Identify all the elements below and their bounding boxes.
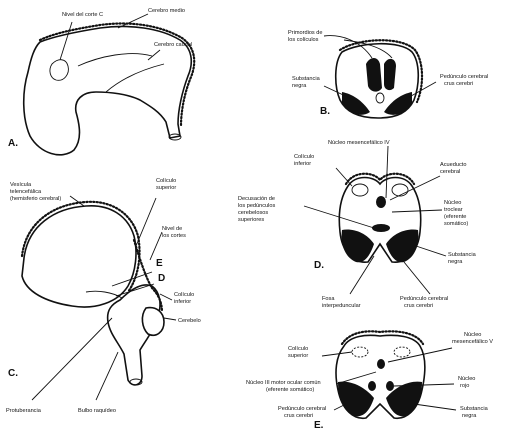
label-coliculo-inf-c-1: Colículo [174, 292, 194, 298]
decussation-d [372, 224, 390, 232]
label-coliculo-sup-c-1: Colículo [156, 178, 176, 184]
label-nucleo-iii-1: Núcleo III motor ocular común [246, 380, 321, 386]
label-pedunculo-b-2: crus cerebri [444, 81, 473, 87]
label-nucleo-rojo-2: rojo [460, 383, 469, 389]
label-acueducto-2: cerebral [440, 169, 460, 175]
label-coliculo-inf-c-2: inferior [174, 299, 191, 305]
label-coliculo-sup-e-2: superior [288, 353, 308, 359]
label-decusacion-1: Decusación de [238, 196, 275, 202]
label-coliculo-sup-e-1: Colículo [288, 346, 308, 352]
label-acueducto-1: Acueducto [440, 162, 466, 168]
label-vesicula-1: Vesícula [10, 182, 32, 188]
label-primordios-2: los colículos [288, 37, 319, 43]
label-primordios-1: Primordios de [288, 30, 323, 36]
leader-c-nivel [150, 232, 162, 260]
label-troclear-4: somático) [444, 221, 468, 227]
brain-c-cerebellum [142, 308, 164, 336]
leader-c-bulbo [96, 352, 118, 400]
label-substancia-b-1: Substancia [292, 76, 321, 82]
label-level-e: E [156, 258, 163, 269]
label-fosa-1: Fosa [322, 296, 335, 302]
panel-a-letter: A. [8, 138, 18, 149]
label-nucleo-mes-v-2: mesencefálico V [452, 339, 493, 345]
label-cerebro-medio: Cerebro medio [148, 8, 185, 14]
aqueduct-b [376, 93, 384, 103]
leader-d-coliculo [336, 168, 352, 186]
nucleo-rojo-e-left [368, 381, 376, 391]
panel-e: Colículo superior Núcleo mesencefálico V… [246, 331, 493, 431]
label-cerebro-caudal: Cerebro caudal [154, 42, 192, 48]
label-substancia-e-1: Substancia [460, 406, 489, 412]
leader-d-pedunculo [404, 262, 430, 294]
label-nucleo-rojo-1: Núcleo [458, 376, 475, 382]
label-substancia-b-2: negra [292, 83, 307, 89]
label-substancia-d-2: negra [448, 259, 463, 265]
label-decusacion-3: cerebelosos [238, 210, 268, 216]
panel-e-letter: E. [314, 420, 324, 431]
label-decusacion-2: los pedúnculos [238, 203, 276, 209]
panel-c-letter: C. [8, 368, 18, 379]
label-coliculo-inf-d-2: inferior [294, 161, 311, 167]
label-fosa-2: interpeduncular [322, 303, 361, 309]
panel-d: Núcleo mesencefálico IV Colículo inferio… [238, 140, 477, 309]
label-pedunculo-d-1: Pedúnculo cerebral [400, 296, 448, 302]
nucleo-rojo-e-right [386, 381, 394, 391]
label-substancia-e-2: negra [462, 413, 477, 419]
label-pedunculo-b-1: Pedúnculo cerebral [440, 74, 488, 80]
label-troclear-1: Núcleo [444, 200, 461, 206]
aqueduct-d [376, 196, 386, 208]
leader-c-protuberancia [32, 318, 112, 400]
panel-a: Nivel del corte C Cerebro medio Cerebro … [8, 8, 194, 155]
label-pedunculo-e-2: crus cerebri [284, 413, 313, 419]
label-nucleo-iii-2: (eferente somático) [266, 387, 314, 393]
label-nucleo-mes-v-1: Núcleo [464, 332, 481, 338]
label-coliculo-inf-d-1: Colículo [294, 154, 314, 160]
leader-e-substancia [414, 404, 456, 410]
aqueduct-e [377, 359, 385, 369]
label-protuberancia: Protuberancia [6, 408, 42, 414]
leader-d-substancia [416, 246, 446, 256]
label-coliculo-sup-c-2: superior [156, 185, 176, 191]
label-vesicula-3: (hemisferio cerebral) [10, 196, 61, 202]
label-pedunculo-d-2: crus cerebri [404, 303, 433, 309]
panel-b: Primordios de los colículos Substancia n… [288, 30, 488, 118]
label-substancia-d-1: Substancia [448, 252, 477, 258]
panel-d-letter: D. [314, 260, 324, 271]
label-nivel-cortes-1: Nivel de [162, 226, 182, 232]
label-vesicula-2: telencefálica [10, 189, 42, 195]
label-troclear-3: (eferente [444, 214, 466, 220]
leader-c-cerebelo [164, 318, 176, 320]
panel-c: Vesícula telencefálica (hemisferio cereb… [6, 178, 201, 414]
label-decusacion-4: superiores [238, 217, 264, 223]
label-nivel-cortes-2: los cortes [162, 233, 186, 239]
label-nucleo-mes-iv: Núcleo mesencefálico IV [328, 140, 390, 146]
label-troclear-2: troclear [444, 207, 463, 213]
label-pedunculo-e-1: Pedúnculo cerebral [278, 406, 326, 412]
leader-c-coliculo-inf [160, 294, 172, 300]
label-bulbo: Bulbo raquídeo [78, 408, 116, 414]
leader-c-coliculo-sup [136, 198, 156, 246]
label-cerebelo: Cerebelo [178, 318, 201, 324]
panel-b-letter: B. [320, 106, 330, 117]
label-nivel-corte-c: Nivel del corte C [62, 12, 103, 18]
label-level-d: D [158, 273, 165, 284]
